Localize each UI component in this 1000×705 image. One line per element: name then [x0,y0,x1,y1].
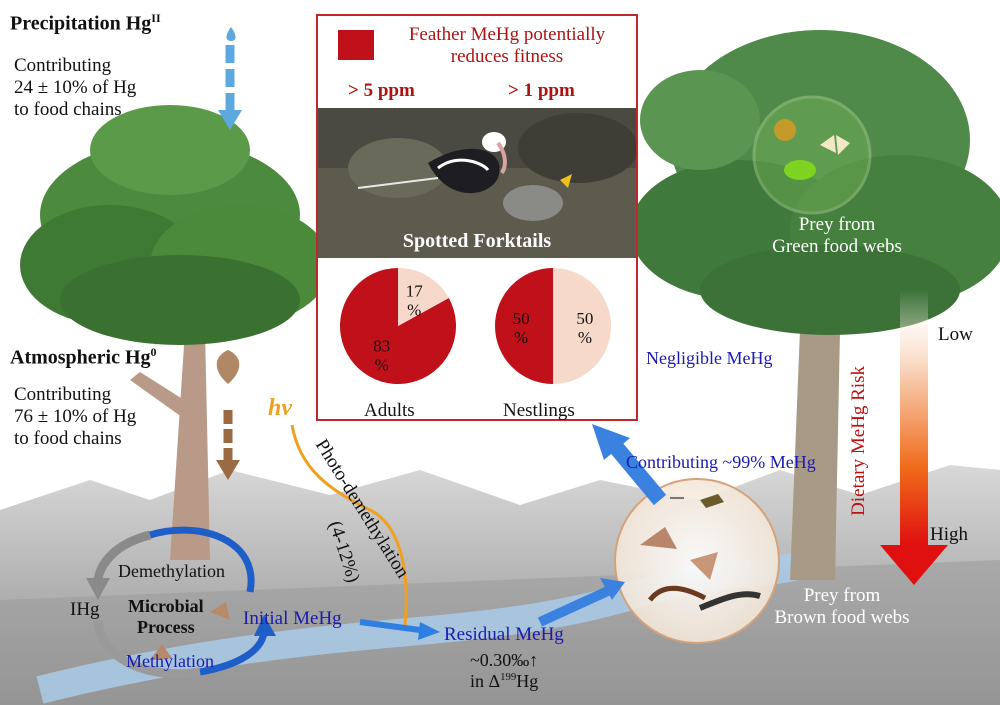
methylation-label: Methylation [126,651,214,671]
nestlings-pie-chart: 50%50% [495,268,611,384]
residual-mehg-label: Residual MeHg [444,624,564,645]
adults-slice-0-value: 83 [373,336,390,355]
demethylation-label: Demethylation [118,561,225,581]
green-prey-circle [752,95,872,215]
brown-prey-circle [614,478,780,644]
precipitation-text: Contributing 24 ± 10% of Hg to food chai… [14,55,137,120]
adults-slice-1-percent: % [407,301,421,320]
risk-title: Dietary MeHg Risk [848,365,870,516]
nestlings-slice-0-value: 50 [513,309,530,328]
forktail-info-box: Feather MeHg potentially reduces fitness… [316,14,638,421]
nestlings-slice-1 [553,268,611,384]
isotope-shift-label: ~0.30‰↑ in Δ199Hg [470,650,539,691]
negligible-mehg-label: Negligible MeHg [646,348,773,368]
nestlings-pie-label: Nestlings [503,400,575,421]
ihg-label: IHg [70,599,100,620]
risk-high-label: High [930,524,968,545]
threshold-adults: > 5 ppm [348,80,415,101]
hv-label: hv [268,395,292,421]
microbial-cycle [86,526,276,679]
nestlings-slice-0 [495,268,553,384]
risk-arrow [880,290,948,585]
adults-slice-0-percent: % [375,355,389,374]
brown-prey-label: Prey from Brown food webs [774,585,910,628]
adults-slice-1 [398,268,449,326]
nestlings-slice-1-value: 50 [576,309,593,328]
risk-low-label: Low [938,324,973,345]
forktail-photo [318,108,636,258]
contributing-mehg-label: Contributing ~99% MeHg [626,452,816,472]
nestlings-slice-1-percent: % [578,328,592,347]
fitness-legend-swatch [338,30,374,60]
photo-caption: Spotted Forktails [402,230,552,252]
nestlings-slice-0-percent: % [514,328,528,347]
right-tree [630,30,1000,580]
threshold-nestlings: > 1 ppm [508,80,575,101]
microbial-process-label: Microbial Process [128,596,204,637]
atmospheric-text: Contributing 76 ± 10% of Hg to food chai… [14,384,137,449]
green-prey-label: Prey from Green food webs [772,214,902,257]
adults-pie-label: Adults [364,400,415,421]
initial-mehg-label: Initial MeHg [243,608,342,629]
adults-pie-chart: 83%17% [340,268,456,384]
fitness-legend-label: Feather MeHg potentially reduces fitness [408,24,606,67]
flow-arrows [216,27,667,640]
photo-demethylation-curve [290,424,408,626]
precipitation-title: Precipitation HgII [10,11,161,35]
adults-slice-1-value: 17 [406,282,424,301]
atmospheric-title: Atmospheric Hg0 [10,345,157,369]
left-tree [20,105,330,560]
